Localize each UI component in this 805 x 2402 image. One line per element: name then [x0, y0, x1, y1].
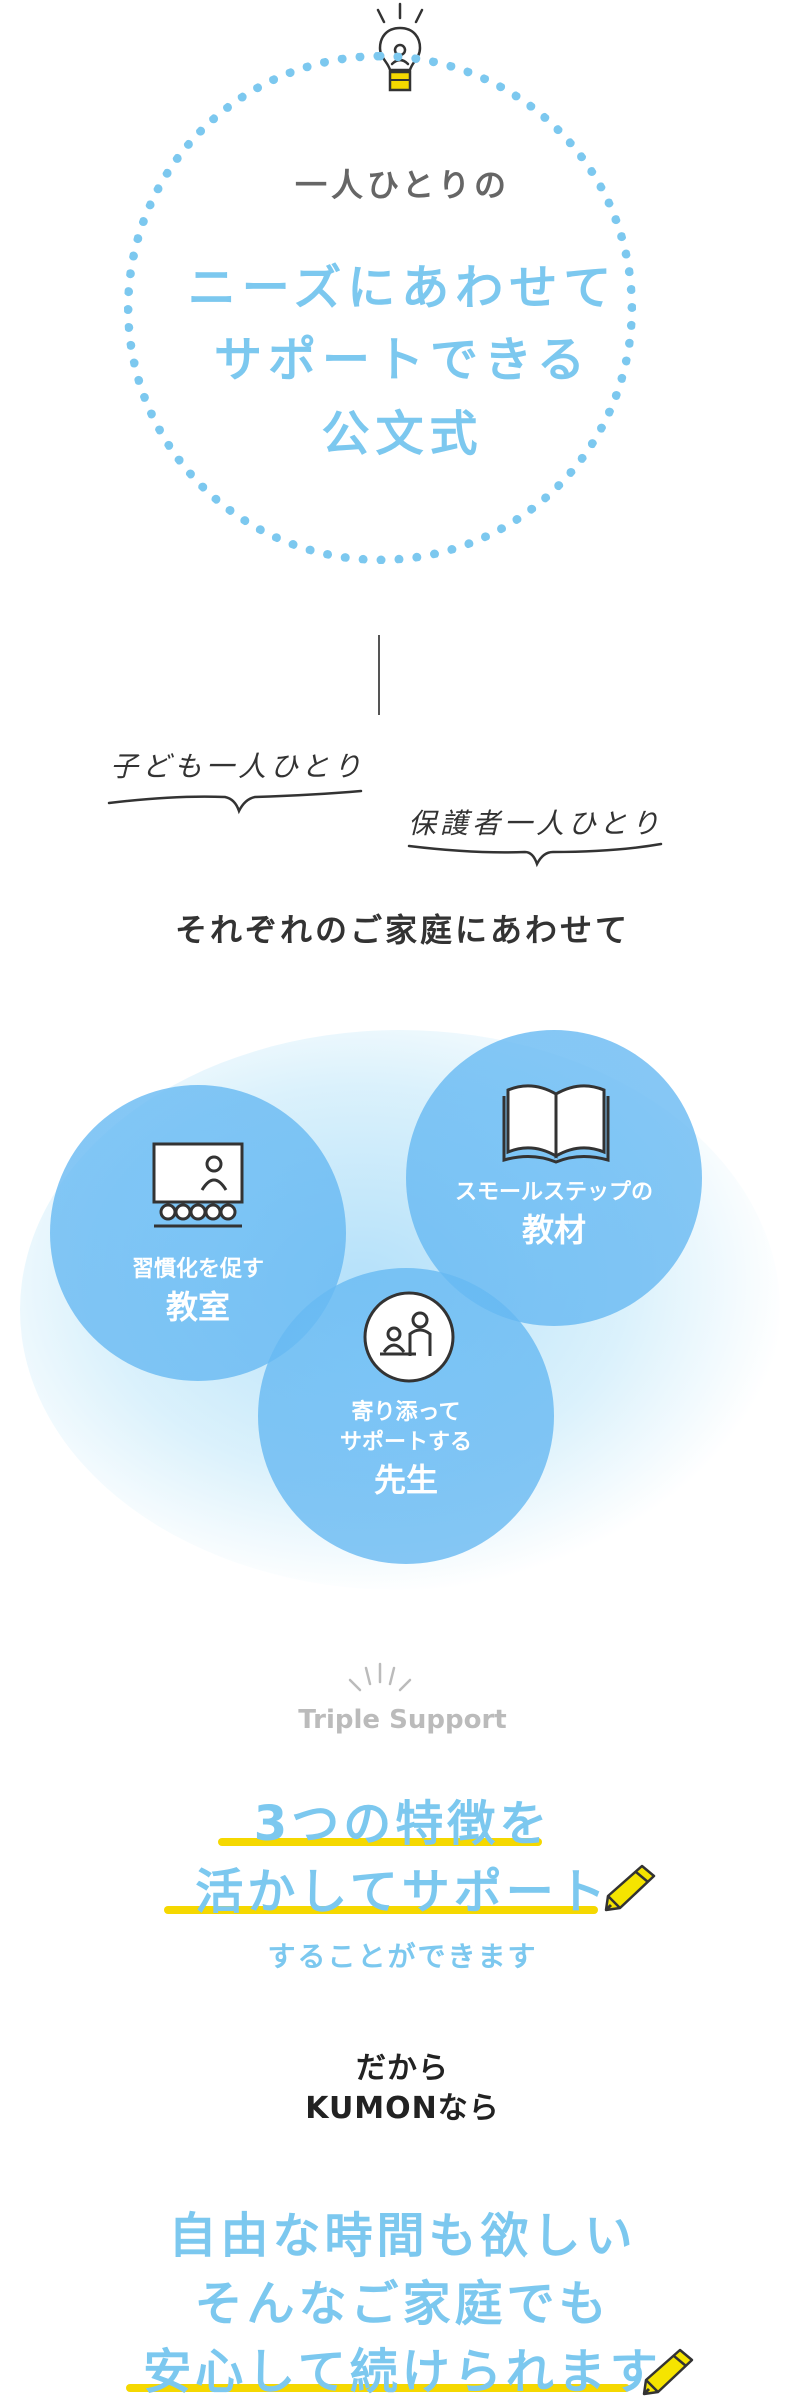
teacher-small-2: サポートする [339, 1430, 472, 1455]
triple-support-label: Triple Support [298, 1705, 507, 1735]
pencil-icon-2 [642, 2348, 694, 2396]
closing-line-2: そんなご家庭でも [194, 2276, 611, 2332]
label-classroom: 習慣化を促す 教室 [50, 1255, 346, 1329]
hero-circle [124, 52, 636, 564]
teacher-big: 先生 [373, 1461, 438, 1499]
closing-line-1: 自由な時間も欲しい [168, 2208, 637, 2264]
teacher-small-1: 寄り添って [351, 1400, 461, 1425]
triple-line-2: 活かしてサポート [195, 1864, 610, 1920]
handwritten-child: 子ども一人ひとり [110, 750, 366, 783]
hero-line-1: ニーズにあわせて [187, 260, 618, 316]
material-big: 教材 [521, 1211, 586, 1249]
classroom-icon [152, 1142, 244, 1228]
classroom-small: 習慣化を促す [131, 1257, 264, 1282]
triple-line-3: することができます [267, 1940, 538, 1973]
brace-child [107, 789, 363, 815]
family-title: それぞれのご家庭にあわせて [174, 911, 630, 949]
pencil-icon [604, 1864, 656, 1912]
hero-line-3: 公文式 [321, 406, 484, 462]
divider-line [378, 635, 380, 715]
highlight-line-3 [126, 2384, 630, 2392]
teacher-icon [363, 1291, 455, 1383]
kumon-line-2: KUMONなら [305, 2091, 500, 2126]
brace-guardian [407, 842, 663, 868]
handwritten-guardian: 保護者一人ひとり [408, 807, 664, 840]
kumon-line-1: だから [356, 2051, 449, 2086]
highlight-line-1 [218, 1838, 542, 1846]
sparkle-icon [348, 1662, 412, 1692]
closing-line-3: 安心して続けられます [143, 2344, 662, 2400]
highlight-line-2 [164, 1906, 598, 1914]
label-teacher: 寄り添って サポートする 先生 [258, 1398, 554, 1502]
material-small: スモールステップの [454, 1180, 653, 1205]
book-icon [502, 1084, 610, 1164]
hero-subtitle: 一人ひとりの [294, 166, 511, 204]
hero-line-2: サポートできる [213, 332, 592, 388]
classroom-big: 教室 [165, 1288, 230, 1326]
triple-line-1: 3つの特徴を [253, 1796, 552, 1852]
label-material: スモールステップの 教材 [406, 1178, 702, 1252]
